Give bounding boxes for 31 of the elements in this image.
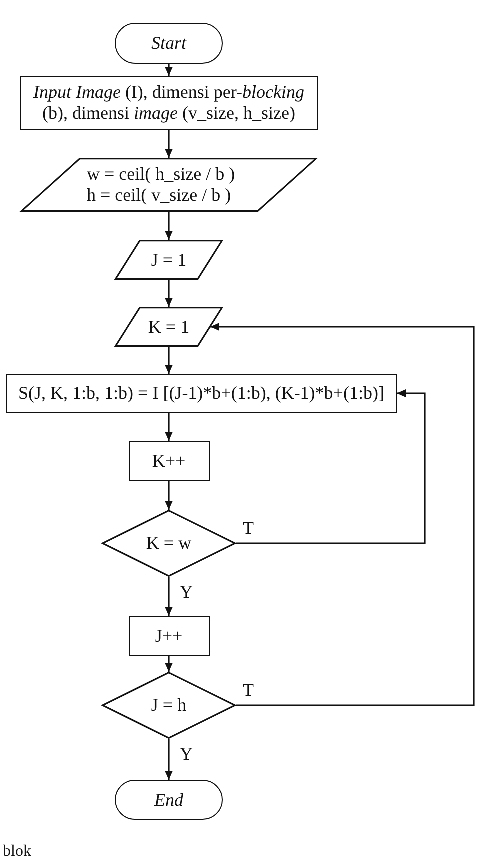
io-text: h = ceil( v_size / b ) (87, 185, 232, 206)
io-text: K = 1 (148, 316, 190, 338)
terminal-label: End (154, 790, 184, 810)
flow-arrow (165, 280, 173, 307)
process-box (20, 76, 318, 130)
terminator-pill (115, 23, 223, 64)
flow-arrow (165, 130, 173, 158)
process-text: Input Image (I), dimensi per-blocking (b), dimensi image (v_size, h_size) (32, 82, 306, 124)
terminator-pill (115, 780, 223, 820)
process-box (128, 616, 210, 656)
process-box (6, 374, 397, 413)
flow-arrow (236, 390, 426, 544)
flow-arrow (165, 413, 173, 441)
io-text: J = 1 (151, 250, 187, 270)
flow-arrow (165, 577, 173, 616)
flow-arrow (165, 739, 173, 780)
condition-text: J = h (151, 695, 187, 716)
flow-arrow (165, 212, 173, 240)
process-text: J++ (155, 626, 183, 646)
io-text: w = ceil( h_size / b ) (87, 164, 236, 185)
process-box (128, 441, 210, 481)
flow-arrow (165, 64, 173, 76)
terminal-label: Start (151, 33, 186, 54)
flow-arrow (165, 347, 173, 374)
flow-arrow (210, 323, 475, 706)
process-text: S(J, K, 1:b, 1:b) = I [(J-1)*b+(1:b), (K-1)*b+(1:b)] (18, 383, 384, 404)
process-text: K++ (152, 450, 186, 472)
condition-text: K = w (146, 533, 192, 554)
flow-arrow (165, 656, 173, 672)
flow-arrow (165, 481, 173, 510)
caption-text: blok (3, 843, 32, 861)
